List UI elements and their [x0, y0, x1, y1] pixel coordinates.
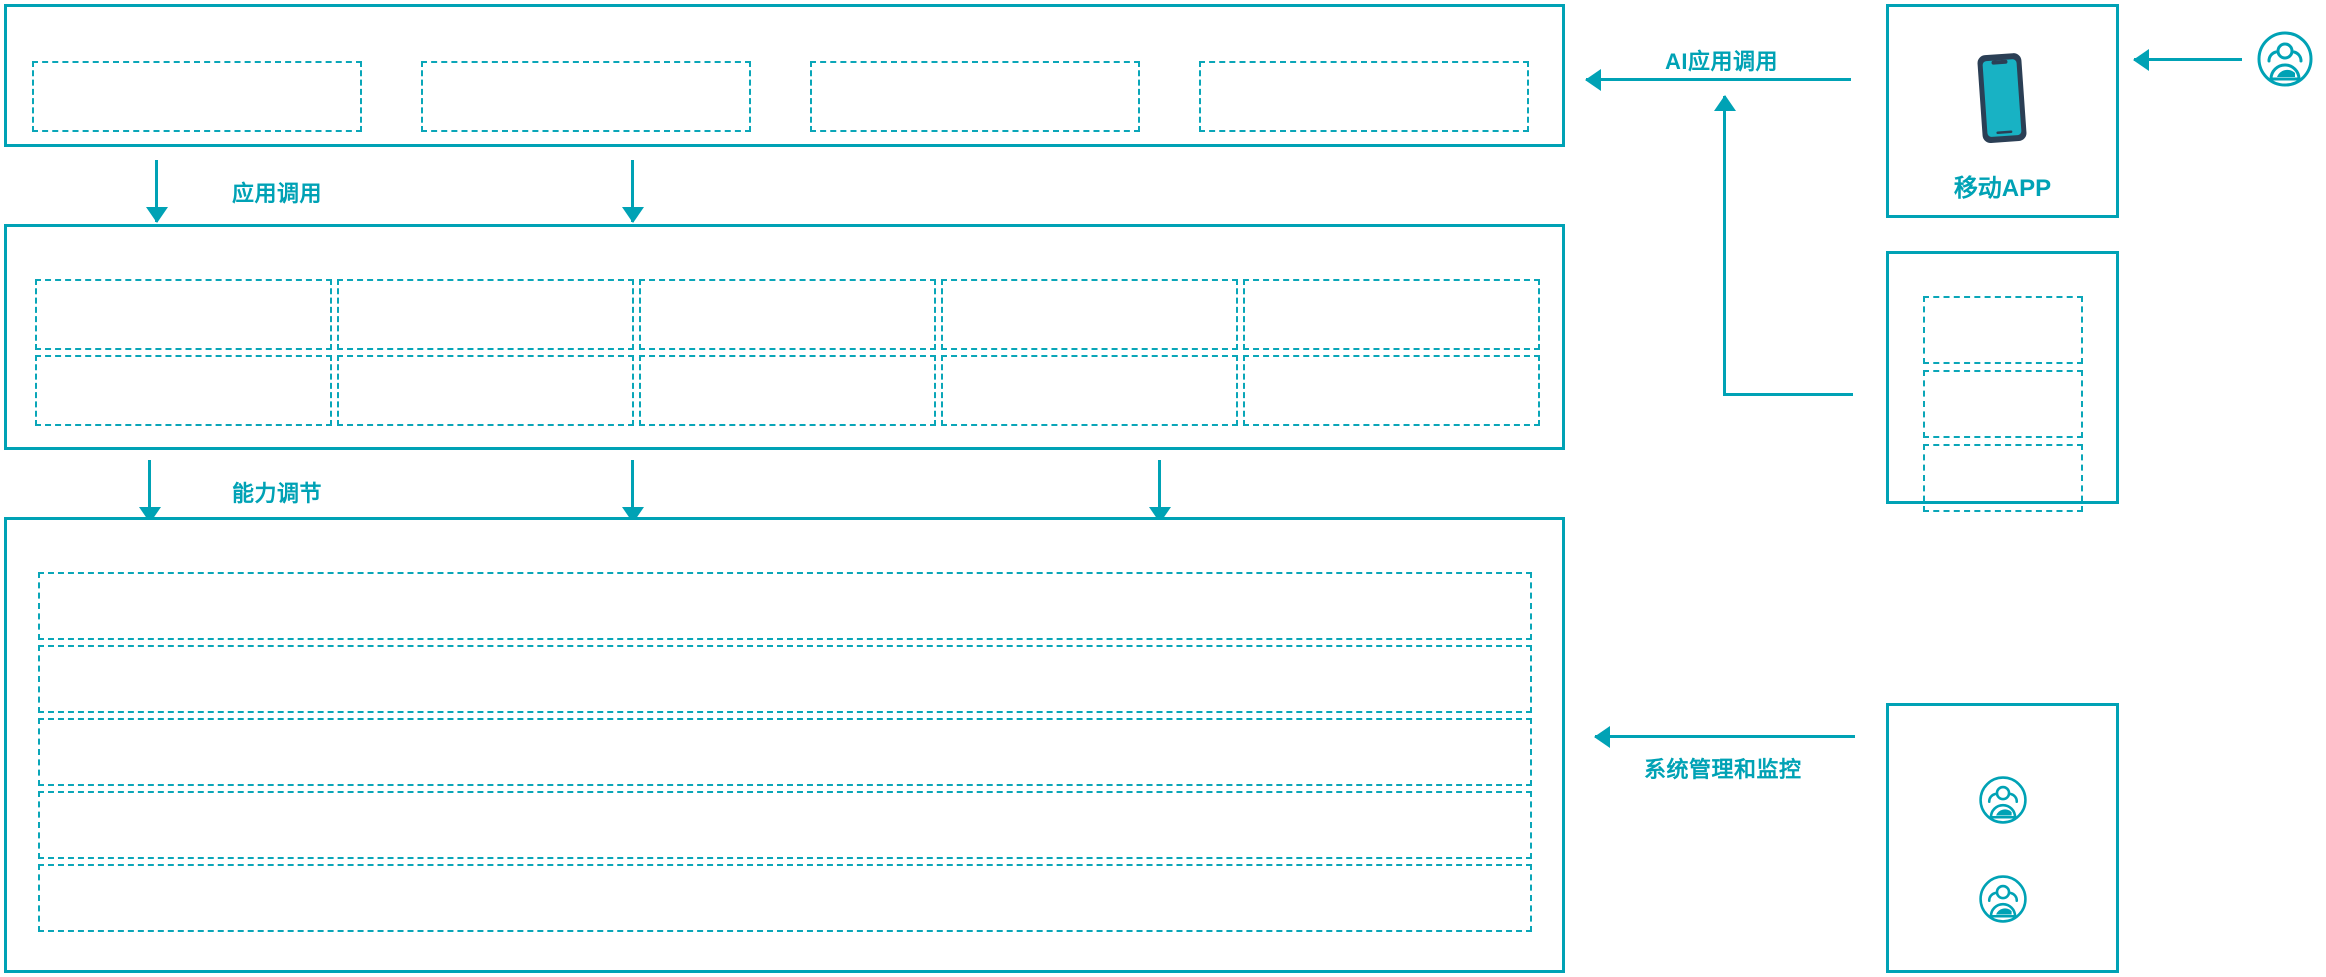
- platform-layer[interactable]: [4, 517, 1565, 973]
- flow-app-call-arrow-left: [155, 160, 158, 222]
- app-slot-1[interactable]: [32, 61, 362, 132]
- external-user-arrow: [2134, 58, 2242, 61]
- flow-app-call-label: 应用调用: [232, 181, 323, 206]
- cap-slot-r2c1[interactable]: [35, 355, 332, 426]
- operations-panel[interactable]: [1886, 703, 2119, 973]
- application-layer[interactable]: [4, 4, 1565, 147]
- cap-slot-r1c5[interactable]: [1243, 279, 1540, 350]
- cap-slot-r1c1[interactable]: [35, 279, 332, 350]
- plat-bar-5[interactable]: [38, 864, 1532, 932]
- channel-slot-2[interactable]: [1923, 370, 2083, 438]
- ai-flow-riser: [1723, 96, 1726, 396]
- plat-bar-4[interactable]: [38, 791, 1532, 859]
- phone-icon: [1975, 52, 2031, 144]
- plat-bar-2[interactable]: [38, 645, 1532, 713]
- plat-bar-3[interactable]: [38, 718, 1532, 786]
- ops-user-2-icon: [1978, 874, 2028, 924]
- flow-capability-tune-label: 能力调节: [232, 481, 323, 506]
- flow-ai-app-call-arrow: [1586, 78, 1851, 81]
- flow-capability-tune-arrow-3: [1158, 460, 1161, 522]
- ops-user-1-icon: [1978, 775, 2028, 825]
- capability-layer[interactable]: [4, 224, 1565, 450]
- app-slot-4[interactable]: [1199, 61, 1529, 132]
- plat-bar-1[interactable]: [38, 572, 1532, 640]
- cap-slot-r2c2[interactable]: [337, 355, 634, 426]
- channel-slot-3[interactable]: [1923, 444, 2083, 512]
- flow-sys-admin-label: 系统管理和监控: [1644, 757, 1802, 782]
- cap-slot-r1c4[interactable]: [941, 279, 1238, 350]
- channel-slot-1[interactable]: [1923, 296, 2083, 364]
- app-slot-2[interactable]: [421, 61, 751, 132]
- external-user-icon: [2256, 30, 2314, 88]
- flow-sys-admin-arrow: [1595, 735, 1855, 738]
- cap-slot-r1c2[interactable]: [337, 279, 634, 350]
- flow-app-call-arrow-right: [631, 160, 634, 222]
- flow-capability-tune-arrow-1: [148, 460, 151, 522]
- cap-slot-r2c3[interactable]: [639, 355, 936, 426]
- cap-slot-r2c4[interactable]: [941, 355, 1238, 426]
- app-slot-3[interactable]: [810, 61, 1140, 132]
- mobile-app-panel-caption: 移动APP: [1953, 175, 2052, 202]
- cap-slot-r1c3[interactable]: [639, 279, 936, 350]
- cap-slot-r2c5[interactable]: [1243, 355, 1540, 426]
- flow-ai-app-call-label: AI应用调用: [1665, 49, 1779, 74]
- flow-capability-tune-arrow-2: [631, 460, 634, 522]
- ai-flow-connector: [1723, 393, 1853, 396]
